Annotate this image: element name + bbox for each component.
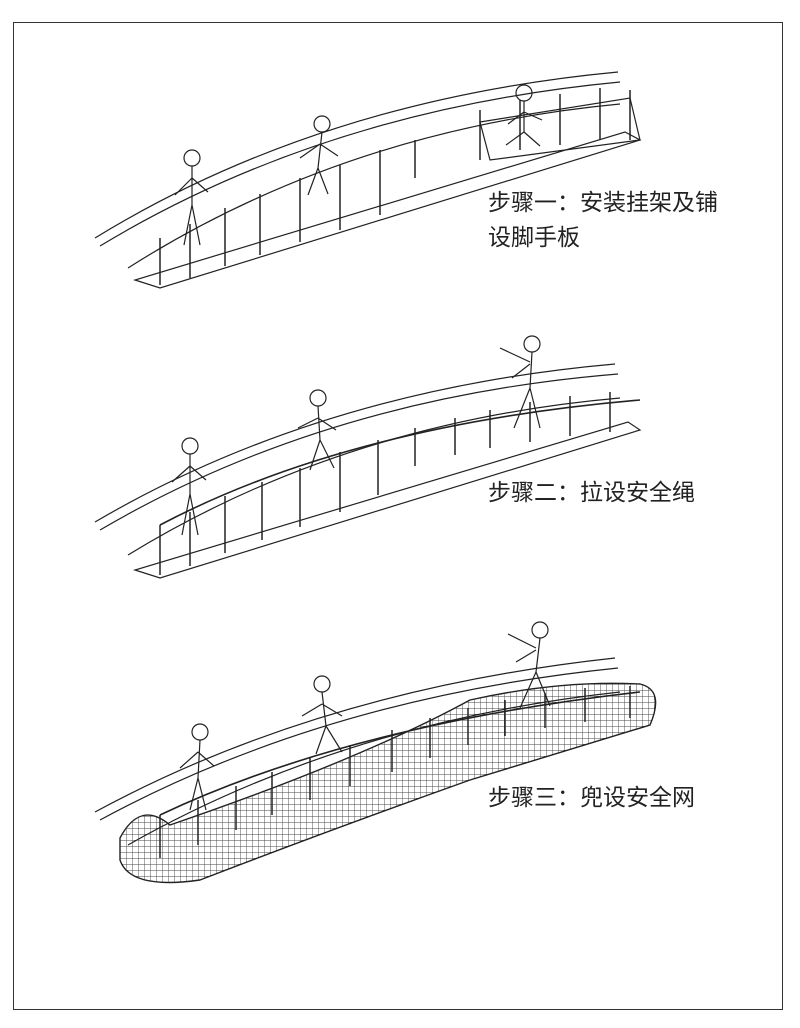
edge-curve-outer — [94, 71, 619, 239]
worker-3 — [505, 84, 543, 147]
step-3-caption: 步骤三：兜设安全网 — [488, 781, 695, 816]
edge-curve-outer — [94, 657, 616, 813]
step-2-caption-line1: 步骤二：拉设安全绳 — [488, 480, 695, 506]
scene-step-1 — [94, 71, 642, 289]
diagram-frame — [13, 22, 783, 1010]
step-1-caption-line2: 设脚手板 — [488, 225, 580, 251]
step-3-caption-line1: 步骤三：兜设安全网 — [488, 785, 695, 811]
worker-1 — [174, 149, 209, 246]
edge-curve-lower — [127, 103, 621, 269]
edge-curve-inner — [99, 373, 619, 531]
edge-curve-lower — [127, 397, 621, 556]
step-2-caption: 步骤二：拉设安全绳 — [488, 476, 695, 511]
safety-net — [119, 682, 657, 884]
worker-3 — [507, 621, 551, 709]
safety-rope — [159, 691, 641, 816]
edge-curve-outer — [94, 363, 616, 523]
safety-rope — [159, 399, 641, 526]
scene-step-2 — [94, 335, 642, 579]
bracket-posts — [159, 686, 631, 858]
worker-2 — [301, 675, 343, 755]
step-1-caption-line1: 步骤一：安装挂架及铺 — [488, 190, 718, 216]
worker-2 — [297, 389, 337, 471]
worker-3 — [499, 335, 541, 429]
walk-board — [132, 421, 642, 579]
worker-1 — [179, 723, 215, 811]
scaffold-board-raised — [479, 97, 641, 161]
bracket-posts — [159, 392, 611, 575]
step-1-caption: 步骤一：安装挂架及铺 设脚手板 — [488, 186, 718, 256]
worker-2 — [299, 115, 339, 196]
worker-1 — [171, 437, 207, 536]
edge-curve-inner — [99, 81, 621, 247]
scene-step-3 — [94, 621, 657, 884]
